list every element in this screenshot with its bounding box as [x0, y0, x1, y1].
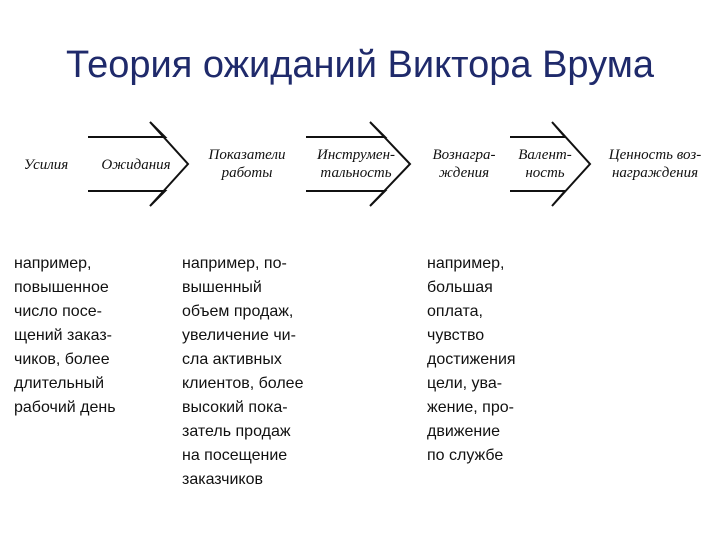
example-line: высокий пока-: [182, 399, 288, 416]
example-line: оплата,: [427, 303, 483, 320]
example-line: цели, ува-: [427, 375, 503, 392]
label-instrumentality-line: тальность: [320, 165, 392, 181]
example-performance: например, по- вышенный объем продаж, уве…: [182, 252, 303, 492]
label-instrumentality: Инструмен- тальность: [306, 146, 406, 182]
example-reward: например, большая оплата, чувство достиж…: [427, 252, 516, 468]
label-performance-line: Показатели: [208, 147, 286, 163]
label-valence-line: Валент-: [518, 147, 572, 163]
example-line: число посе-: [14, 303, 102, 320]
label-reward-line: ждения: [438, 165, 490, 181]
arrow-instrumentality: [306, 121, 412, 207]
example-line: заказчиков: [182, 471, 263, 488]
label-expectation: Ожидания: [101, 157, 171, 173]
example-line: по службе: [427, 447, 504, 464]
label-valence-line: ность: [525, 165, 565, 181]
example-line: достижения: [427, 351, 516, 368]
example-line: увеличение чи-: [182, 327, 296, 344]
example-line: жение, про-: [427, 399, 514, 416]
label-performance-line: работы: [221, 165, 273, 181]
example-line: рабочий день: [14, 399, 116, 416]
example-line: большая: [427, 279, 493, 296]
example-line: движение: [427, 423, 501, 440]
example-line: чувство: [427, 327, 485, 344]
example-line: щений заказ-: [14, 327, 113, 344]
label-reward-value-line: награждения: [611, 165, 699, 181]
label-reward-line: Вознагра-: [432, 147, 496, 163]
example-line: объем продаж,: [182, 303, 294, 320]
label-reward-value-line: Ценность воз-: [608, 147, 702, 163]
example-line: длительный: [14, 375, 105, 392]
slide-title: Теория ожиданий Виктора Врума: [66, 44, 654, 86]
example-line: повышенное: [14, 279, 109, 296]
example-line: чиков, более: [14, 351, 110, 368]
example-effort: например, повышенное число посе- щений з…: [14, 252, 116, 420]
flow-arrows: [88, 121, 592, 207]
label-reward-value: Ценность воз- награждения: [594, 146, 716, 182]
example-line: сла активных: [182, 351, 282, 368]
label-valence: Валент- ность: [510, 146, 580, 182]
label-instrumentality-line: Инструмен-: [316, 147, 396, 163]
label-effort: Усилия: [23, 157, 69, 173]
example-line: клиентов, более: [182, 375, 304, 392]
label-reward: Вознагра- ждения: [418, 146, 510, 182]
example-line: например,: [14, 255, 92, 272]
arrow-expectation: [88, 121, 190, 207]
arrow-valence: [510, 121, 592, 207]
example-line: на посещение: [182, 447, 288, 464]
example-line: например, по-: [182, 255, 287, 272]
example-line: вышенный: [182, 279, 262, 296]
label-performance: Показатели работы: [192, 146, 302, 182]
example-line: например,: [427, 255, 505, 272]
example-line: затель продаж: [182, 423, 291, 440]
